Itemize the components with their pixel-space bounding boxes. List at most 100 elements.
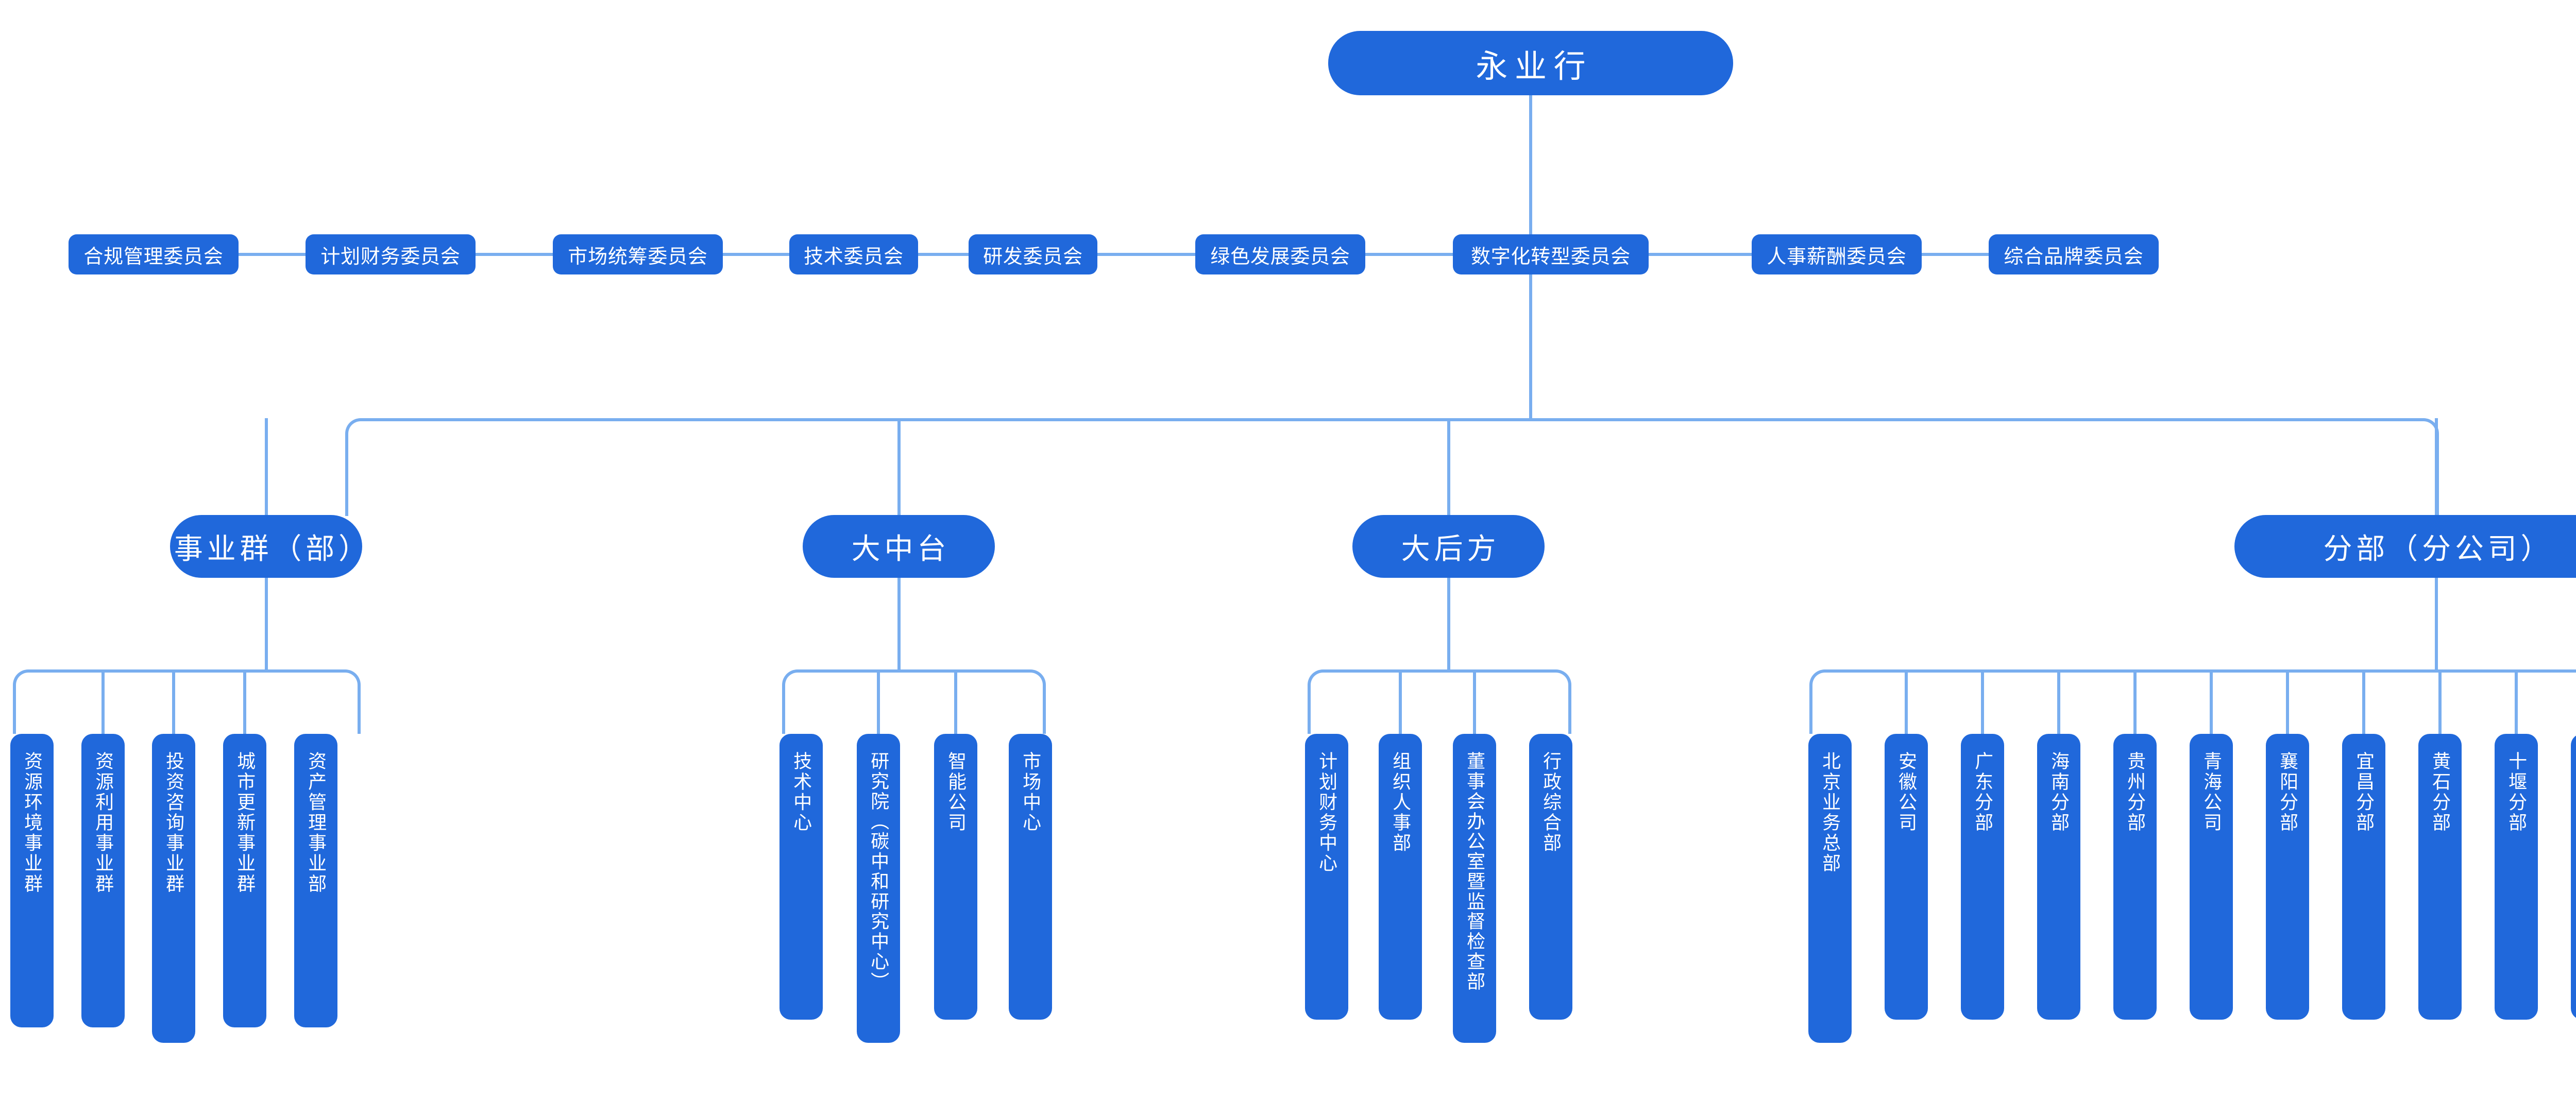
leaf-node-label: 安徽公司 (1896, 751, 1918, 833)
root-node-label: 永业行 (1476, 48, 1593, 84)
group-node[interactable]: 事业群（部） (170, 515, 371, 578)
leaf-node-label: 董事会办公室暨监督检查部 (1464, 751, 1486, 992)
committee-link-line (1922, 253, 1989, 256)
leaf-node[interactable]: 海南分部 (2037, 734, 2080, 1020)
leaf-node[interactable]: 行政综合部 (1529, 734, 1572, 1020)
leaf-node-label: 行政综合部 (1540, 751, 1562, 853)
leaf-drop-line (2133, 669, 2137, 734)
leaf-bus (13, 669, 361, 734)
leaf-drop-line (1981, 669, 1984, 734)
group-node[interactable]: 大中台 (803, 515, 995, 578)
leaf-node-label: 十堰分部 (2506, 751, 2528, 833)
leaf-node[interactable]: 组织人事部 (1379, 734, 1422, 1020)
leaf-node-label: 智能公司 (945, 751, 967, 833)
committee-node[interactable]: 综合品牌委员会 (1989, 234, 2159, 274)
group-node-label: 大后方 (1401, 532, 1500, 565)
committee-link-line (239, 253, 306, 256)
committee-label: 数字化转型委员会 (1470, 246, 1631, 268)
leaf-node[interactable]: 北京业务总部 (1808, 734, 1852, 1043)
leaf-drop-line (877, 669, 880, 734)
leaf-drop-line (2057, 669, 2060, 734)
group-stem-line (1447, 578, 1450, 673)
group-drop-line (1447, 418, 1450, 516)
committee-link-line (1649, 253, 1752, 256)
leaf-node-label: 技术中心 (791, 751, 812, 833)
leaf-node-label: 组织人事部 (1390, 751, 1412, 853)
committee-node[interactable]: 研发委员会 (969, 234, 1097, 274)
group-node-label: 大中台 (851, 532, 951, 565)
group-node[interactable]: 大后方 (1352, 515, 1545, 578)
leaf-node-label: 资产管理事业部 (306, 751, 327, 895)
committee-node[interactable]: 人事薪酬委员会 (1752, 234, 1922, 274)
leaf-drop-line (2286, 669, 2289, 734)
committee-label: 人事薪酬委员会 (1767, 246, 1907, 268)
leaf-node[interactable]: 技术中心 (779, 734, 823, 1020)
leaf-node[interactable]: 研究院（碳中和研究中心） (857, 734, 900, 1043)
leaf-node-label: 资源利用事业群 (93, 751, 114, 895)
leaf-node[interactable]: 投资咨询事业群 (152, 734, 195, 1043)
leaf-node[interactable]: 广东分部 (1961, 734, 2004, 1020)
committee-node[interactable]: 市场统筹委员会 (553, 234, 723, 274)
leaf-node[interactable]: 襄阳分部 (2266, 734, 2309, 1020)
root-node-yongyehang[interactable]: 永业行 (1328, 31, 1733, 95)
level2-bus (345, 418, 2439, 516)
committee-label: 研发委员会 (983, 246, 1083, 268)
committee-label: 综合品牌委员会 (2004, 246, 2144, 268)
leaf-node[interactable]: 智能公司 (934, 734, 977, 1020)
leaf-node[interactable]: 安徽公司 (1885, 734, 1928, 1020)
group-node-label: 事业群（部） (174, 532, 371, 565)
leaf-node[interactable]: 资产管理事业部 (294, 734, 337, 1027)
leaf-bus (782, 669, 1046, 734)
leaf-drop-line (1905, 669, 1908, 734)
committee-node[interactable]: 计划财务委员会 (306, 234, 476, 274)
committee-label: 计划财务委员会 (320, 246, 461, 268)
group-stem-line (2435, 578, 2438, 673)
committee-link-line (918, 253, 969, 256)
leaf-drop-line (243, 669, 246, 734)
committee-label: 市场统筹委员会 (568, 246, 708, 268)
leaf-node[interactable]: 贵州分部 (2113, 734, 2157, 1020)
leaf-node[interactable]: 青海公司 (2190, 734, 2233, 1020)
leaf-node[interactable]: 董事会办公室暨监督检查部 (1453, 734, 1496, 1043)
leaf-drop-line (2362, 669, 2365, 734)
leaf-drop-line (1399, 669, 1402, 734)
leaf-node[interactable]: 资源环境事业群 (10, 734, 54, 1027)
group-drop-line (897, 418, 901, 516)
leaf-node[interactable]: 黄石分部 (2418, 734, 2462, 1020)
committee-node[interactable]: 合规管理委员会 (69, 234, 239, 274)
committee-node[interactable]: 技术委员会 (789, 234, 918, 274)
committee-node[interactable]: 数字化转型委员会 (1453, 234, 1649, 274)
group-node[interactable]: 分部（分公司） (2234, 515, 2576, 578)
group-node-label: 分部（分公司） (2323, 532, 2554, 565)
leaf-node-label: 城市更新事业群 (234, 751, 256, 895)
committee-link-line (476, 253, 553, 256)
leaf-bus (1809, 669, 2576, 734)
committee-label: 技术委员会 (804, 246, 904, 268)
group-drop-line (2435, 418, 2438, 516)
leaf-node[interactable]: 计划财务中心 (1305, 734, 1348, 1020)
leaf-drop-line (101, 669, 105, 734)
leaf-node-label: 广东分部 (1972, 751, 1994, 833)
leaf-drop-line (1473, 669, 1476, 734)
group-stem-line (897, 578, 901, 673)
leaf-node-label: 青海公司 (2201, 751, 2223, 833)
leaf-bus (1308, 669, 1571, 734)
committee-link-line (1365, 253, 1453, 256)
leaf-drop-line (2210, 669, 2213, 734)
leaf-node-label: 计划财务中心 (1316, 751, 1338, 874)
leaf-node[interactable]: 荆门分部 (2571, 734, 2576, 1020)
leaf-node[interactable]: 十堰分部 (2495, 734, 2538, 1020)
committee-link-line (723, 253, 789, 256)
leaf-node-label: 北京业务总部 (1820, 751, 1841, 874)
leaf-node-label: 市场中心 (1020, 751, 1042, 833)
committee-label: 合规管理委员会 (83, 246, 224, 268)
leaf-node-label: 黄石分部 (2430, 751, 2451, 833)
leaf-node[interactable]: 城市更新事业群 (223, 734, 266, 1027)
leaf-node[interactable]: 市场中心 (1009, 734, 1052, 1020)
leaf-node[interactable]: 资源利用事业群 (81, 734, 125, 1027)
committee-node[interactable]: 绿色发展委员会 (1195, 234, 1365, 274)
leaf-node[interactable]: 宜昌分部 (2342, 734, 2385, 1020)
group-drop-line (264, 418, 268, 516)
committee-link-line (1097, 253, 1195, 256)
